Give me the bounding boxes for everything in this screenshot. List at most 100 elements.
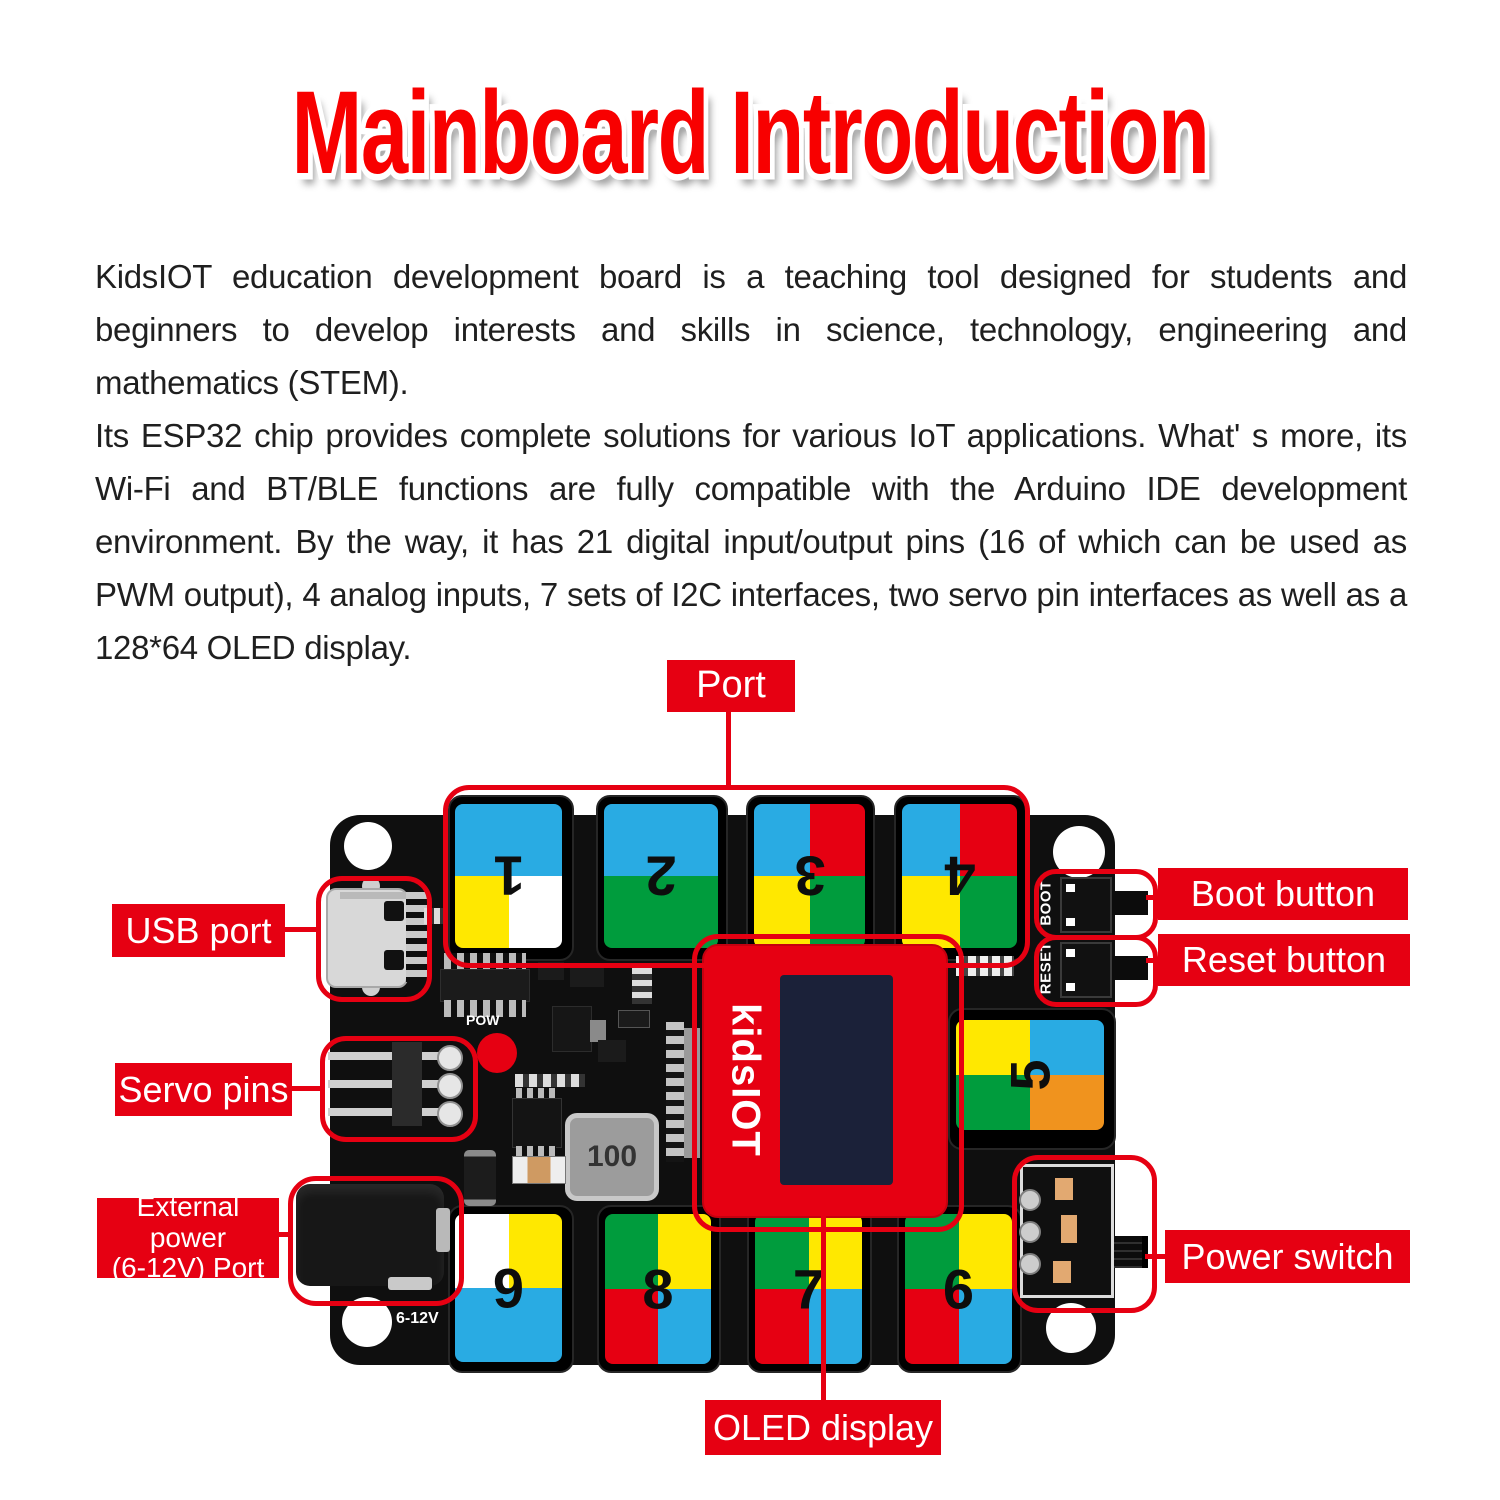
ic-pins-bottom	[444, 1000, 526, 1017]
reset-annotation-outline	[1034, 935, 1158, 1007]
intro-text: KidsIOT education development board is a…	[95, 250, 1407, 674]
dc-jack-annotation-outline	[288, 1176, 464, 1306]
port-3-quadrant	[809, 804, 865, 876]
dc-jack-callout-line	[278, 1232, 288, 1237]
port-6-quadrant	[958, 1214, 1012, 1289]
port-module-5: 5	[948, 1008, 1116, 1150]
oled-brand-text: kidsIOT	[723, 1003, 768, 1157]
label-port: Port	[667, 660, 795, 712]
servo-pin-row	[328, 1108, 450, 1116]
port-module-2: 2	[596, 795, 728, 961]
port-6-sticker: 6	[905, 1214, 1012, 1364]
boot-callout-line	[1146, 895, 1160, 900]
inductor-label: 100	[586, 1140, 638, 1173]
ports-annotation-outline	[443, 785, 1030, 968]
smd-component	[618, 1010, 650, 1028]
inductor: 100	[565, 1113, 659, 1201]
port-4-quadrant	[959, 876, 1017, 948]
port-5-number: 5	[998, 1059, 1062, 1091]
power-led	[477, 1033, 517, 1073]
port-module-9: 9	[448, 1205, 574, 1373]
port-8-quadrant	[605, 1214, 658, 1289]
usb-pin-comb	[406, 892, 428, 982]
label-usb-port-text: USB port	[125, 909, 272, 951]
port-7-sticker: 7	[755, 1214, 862, 1364]
port-1-quadrant	[508, 804, 562, 876]
servo-annotation-outline	[320, 1036, 478, 1142]
label-reset-button: Reset button	[1158, 934, 1410, 986]
label-oled-display-text: OLED display	[712, 1406, 934, 1448]
port-5-quadrant	[956, 1075, 1030, 1130]
reset-button	[1060, 942, 1112, 998]
label-external-power-line2: (6-12V) Port	[111, 1252, 265, 1284]
label-external-power-line1: External power	[136, 1190, 240, 1253]
port-1-sticker: 1	[455, 804, 562, 948]
page-title-text: Mainboard Introduction	[291, 67, 1210, 199]
label-power-switch: Power switch	[1165, 1230, 1410, 1283]
reset-callout-line	[1146, 958, 1160, 963]
page-title: Mainboard Introduction Mainboard Introdu…	[210, 68, 1290, 199]
intro-paragraph-1: KidsIOT education development board is a…	[95, 258, 1407, 401]
port-7-quadrant	[808, 1214, 862, 1289]
boot-button-plunger	[1106, 891, 1148, 915]
dc-jack-tab-bottom	[388, 1277, 432, 1290]
dc-jack-tab-right	[436, 1208, 450, 1252]
power-switch-annotation-outline	[1012, 1155, 1157, 1313]
servo-pin-row	[328, 1080, 450, 1088]
port-8-number: 8	[642, 1257, 674, 1321]
port-9-sticker: 9	[455, 1214, 562, 1362]
label-oled-display: OLED display	[705, 1400, 941, 1455]
label-external-power: External power (6-12V) Port	[97, 1191, 279, 1283]
port-6-quadrant	[958, 1289, 1012, 1364]
usb-callout-line	[285, 927, 316, 932]
port-module-4: 4	[894, 795, 1027, 961]
port-module-8: 8	[597, 1205, 721, 1373]
port-callout-line	[726, 710, 731, 788]
port-4-quadrant	[959, 804, 1017, 876]
port-8-quadrant	[658, 1289, 711, 1364]
label-power-switch-text: Power switch	[1181, 1235, 1394, 1277]
servo-pin-row	[328, 1052, 450, 1060]
port-9-quadrant	[508, 1214, 562, 1288]
regulator-tab	[590, 1020, 606, 1042]
boot-annotation-outline	[1034, 869, 1158, 940]
voltage-regulator	[552, 1006, 592, 1052]
oled-screen	[780, 975, 893, 1185]
label-reset-button-text: Reset button	[1181, 939, 1387, 981]
port-5-quadrant	[1030, 1020, 1104, 1075]
servo-header-block	[392, 1042, 422, 1126]
soic8-chip	[512, 1098, 562, 1148]
port-6-quadrant	[905, 1289, 959, 1364]
port-6-number: 6	[942, 1257, 975, 1321]
port-9-quadrant	[455, 1288, 509, 1362]
servo-pin-pad	[437, 1073, 463, 1099]
voltage-silkscreen: 6-12V	[396, 1310, 439, 1327]
boot-button	[1060, 877, 1112, 933]
port-8-quadrant	[605, 1289, 658, 1364]
port-5-sticker: 5	[956, 1020, 1104, 1130]
label-servo-pins-text: Servo pins	[118, 1068, 289, 1110]
port-2-quadrant	[604, 804, 661, 876]
power-switch-callout-line	[1145, 1254, 1165, 1259]
dc-jack	[296, 1184, 444, 1286]
port-5-quadrant	[956, 1020, 1030, 1075]
port-7-quadrant	[808, 1289, 862, 1364]
soic8-pins-top	[516, 1088, 556, 1098]
port-4-quadrant	[902, 804, 960, 876]
port-9-number: 9	[492, 1256, 525, 1320]
usb-contact-top	[384, 901, 404, 921]
capacitor	[464, 1150, 496, 1206]
reset-button-plunger	[1106, 956, 1148, 980]
label-servo-pins: Servo pins	[115, 1063, 292, 1116]
intro-paragraph-2: Its ESP32 chip provides complete solutio…	[95, 417, 1407, 666]
mounting-hole-top-left	[344, 822, 392, 870]
oled-callout-line	[821, 1214, 826, 1402]
port-9-quadrant	[508, 1288, 562, 1362]
smd-component	[598, 1040, 626, 1062]
smd-pads	[632, 968, 652, 1004]
label-port-text: Port	[696, 664, 766, 707]
port-8-sticker: 8	[605, 1214, 711, 1364]
port-5-quadrant	[1030, 1075, 1104, 1130]
port-module-1: 1	[448, 795, 574, 961]
